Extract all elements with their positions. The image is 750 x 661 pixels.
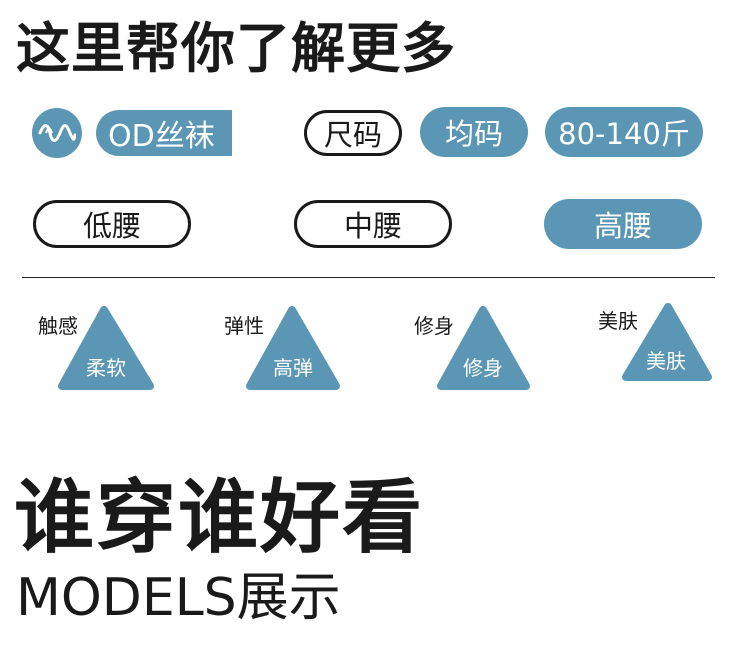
page-title: 这里帮你了解更多 [16,17,456,80]
feature-label: 修身 [414,314,454,338]
section-subtitle: MODELS展示 [16,568,341,628]
triangle-badge-icon [437,306,530,390]
wave-logo-icon [32,108,82,158]
feature-value: 高弹 [273,356,313,380]
feature-touch: 触感 柔软 [38,306,188,410]
feature-label: 弹性 [224,314,264,338]
triangle-badge-icon [58,306,154,390]
section-title: 谁穿谁好看 [14,471,424,564]
triangle-badge-icon [622,303,712,381]
feature-value: 修身 [463,356,503,380]
feature-value: 柔软 [86,356,126,380]
size-value-badge: 均码 [420,107,528,157]
feature-skin: 美肤 美肤 [598,303,748,405]
feature-label: 触感 [38,314,78,338]
feature-slimming: 修身 修身 [414,306,564,410]
waist-option-low[interactable]: 低腰 [33,200,191,248]
product-type-label: OD丝袜 [96,110,232,156]
triangle-badge-icon [246,306,340,390]
divider [22,277,715,278]
waist-option-mid[interactable]: 中腰 [294,200,452,248]
feature-elasticity: 弹性 高弹 [224,306,374,410]
size-label: 尺码 [304,110,402,156]
feature-label: 美肤 [598,309,638,333]
feature-value: 美肤 [646,349,686,373]
waist-option-high[interactable]: 高腰 [544,199,702,249]
weight-range-badge: 80-140斤 [545,107,703,157]
